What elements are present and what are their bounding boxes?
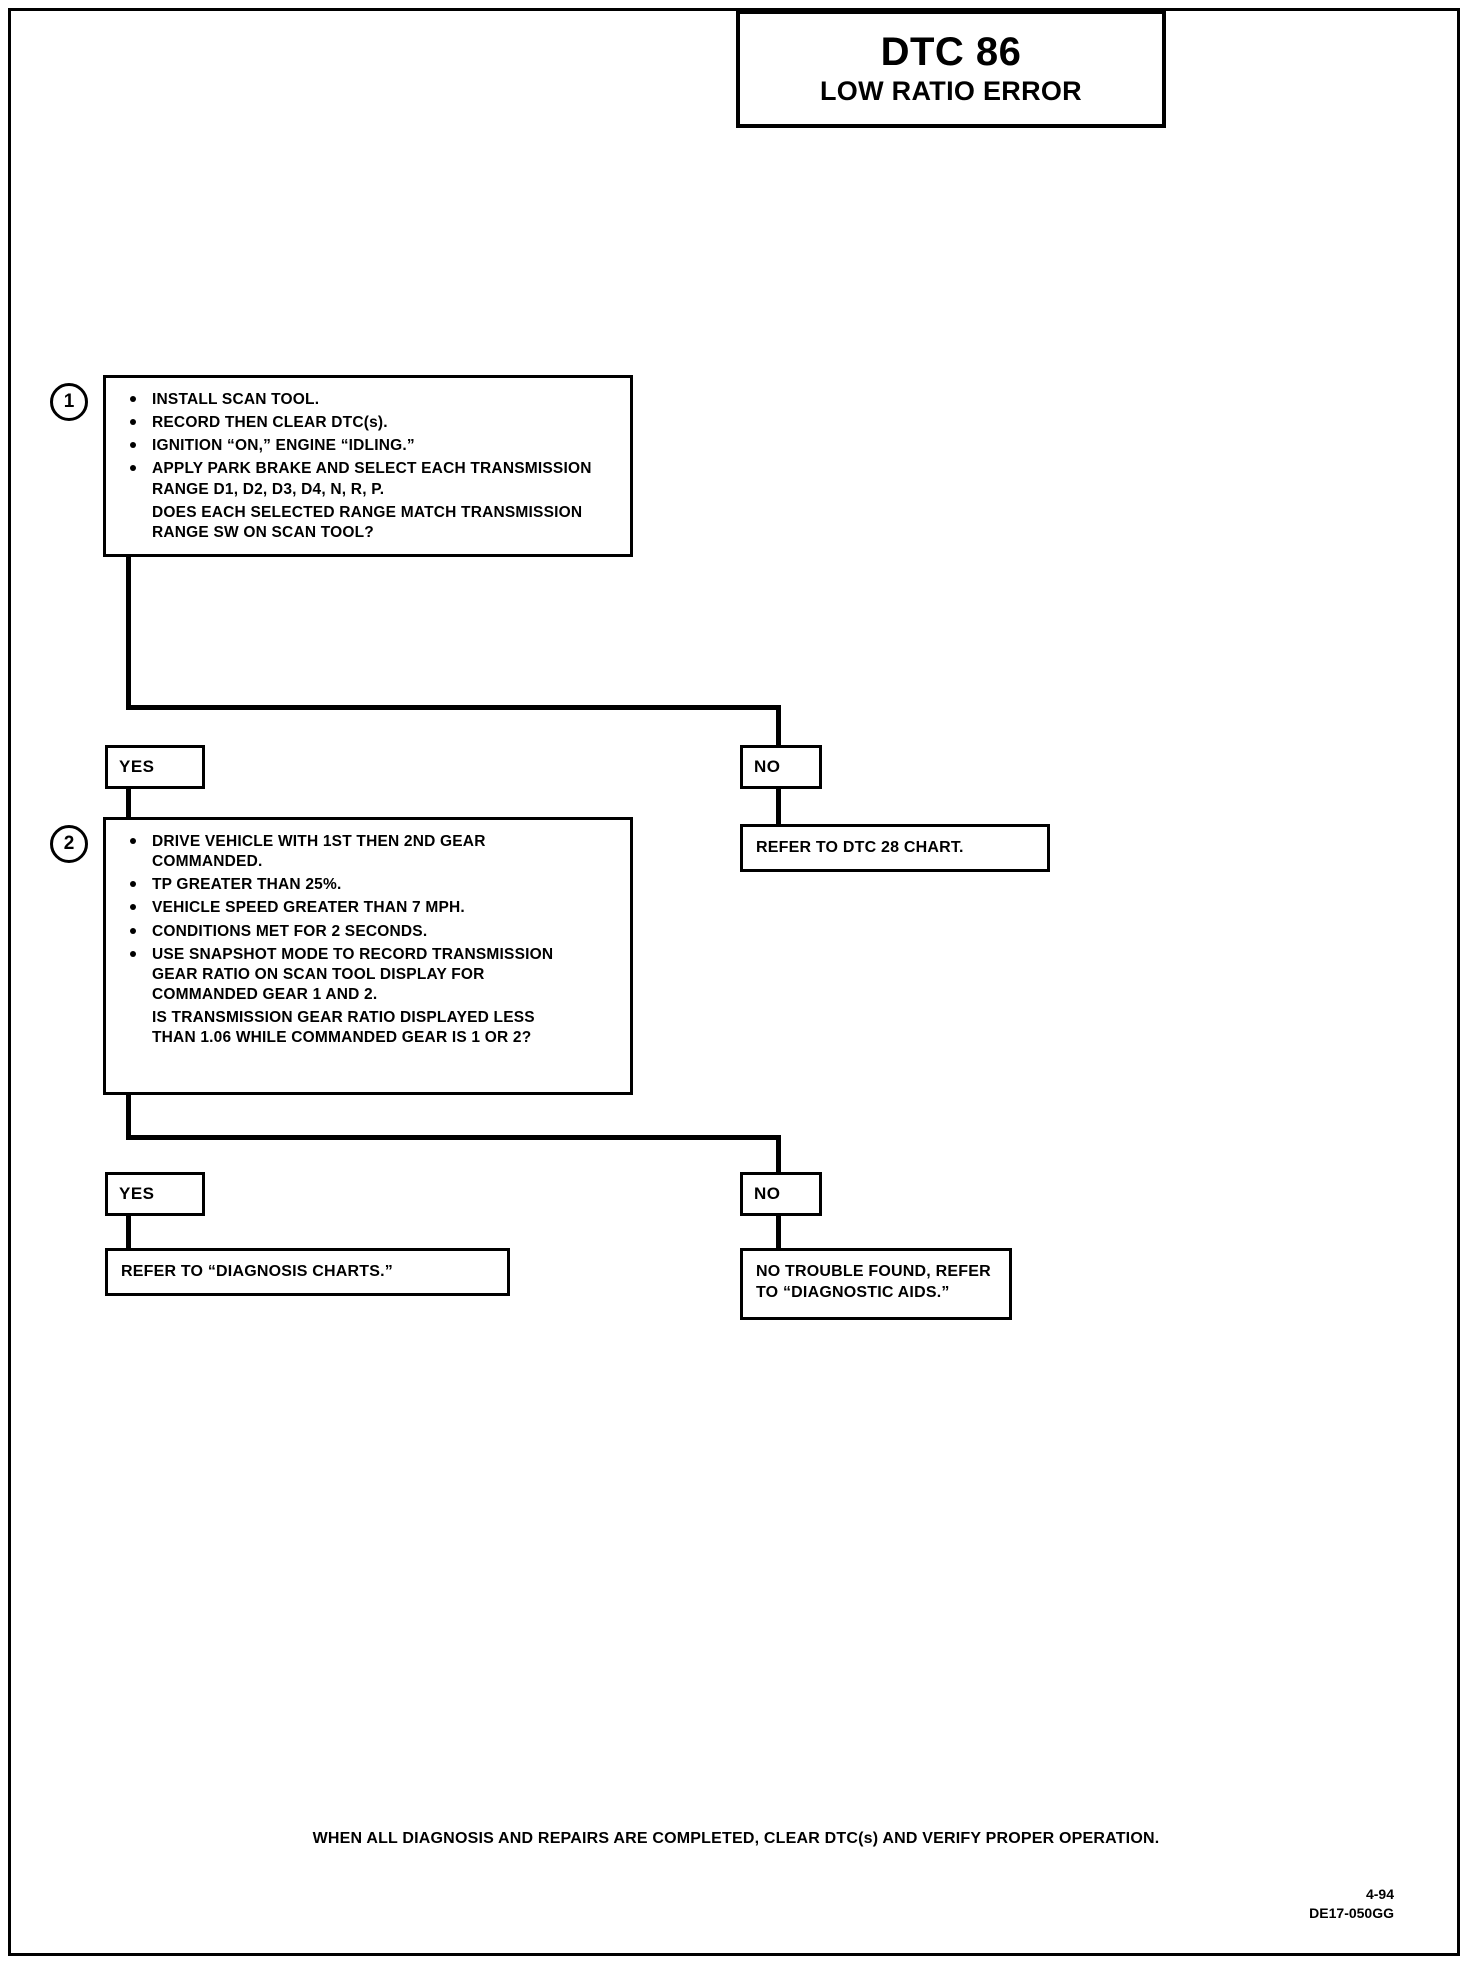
- step-2-yes-result-text: REFER TO “DIAGNOSIS CHARTS.”: [121, 1263, 393, 1280]
- step-2-no-tag: NO: [740, 1172, 822, 1216]
- connector-step1-no-down: [776, 705, 781, 750]
- dtc-name: LOW RATIO ERROR: [820, 76, 1082, 107]
- step-2-item-3: VEHICLE SPEED GREATER THAN 7 MPH.: [120, 898, 616, 918]
- step-1-item-4: APPLY PARK BRAKE AND SELECT EACH TRANSMI…: [120, 459, 616, 499]
- step-1-yes-tag: YES: [105, 745, 205, 789]
- connector-step2-yes-result: [126, 1216, 131, 1264]
- dtc-code: DTC 86: [880, 30, 1022, 75]
- step-1-box: INSTALL SCAN TOOL. RECORD THEN CLEAR DTC(…: [103, 375, 633, 557]
- connector-step1-no-result: [776, 789, 781, 839]
- step-1-no-tag: NO: [740, 745, 822, 789]
- page-border: [8, 8, 1460, 1956]
- step-1-item-2: RECORD THEN CLEAR DTC(s).: [120, 413, 616, 433]
- step-2-list: DRIVE VEHICLE WITH 1ST THEN 2ND GEAR COM…: [120, 832, 616, 1048]
- step-1-no-result-text: REFER TO DTC 28 CHART.: [756, 839, 964, 856]
- connector-step2-split: [126, 1135, 781, 1140]
- connector-step1-down: [126, 557, 131, 710]
- step-1-list: INSTALL SCAN TOOL. RECORD THEN CLEAR DTC(…: [120, 390, 616, 543]
- step-2-yes-tag: YES: [105, 1172, 205, 1216]
- step-number-1: 1: [50, 383, 88, 421]
- footer-note: WHEN ALL DIAGNOSIS AND REPAIRS ARE COMPL…: [312, 1830, 1160, 1847]
- page-identifier: 4-94 DE17-050GG: [1309, 1885, 1394, 1923]
- page-number: 4-94: [1365, 1886, 1394, 1902]
- document-id: DE17-050GG: [1309, 1904, 1394, 1921]
- step-1-item-5: DOES EACH SELECTED RANGE MATCH TRANSMISS…: [152, 503, 583, 541]
- step-1-item-3: IGNITION “ON,” ENGINE “IDLING.”: [120, 436, 616, 456]
- connector-step2-no-result: [776, 1216, 781, 1264]
- step-1-no-result-box: REFER TO DTC 28 CHART.: [740, 824, 1050, 872]
- dtc-title-block: DTC 86 LOW RATIO ERROR: [736, 10, 1166, 128]
- step-2-yes-result-box: REFER TO “DIAGNOSIS CHARTS.”: [105, 1248, 510, 1296]
- step-1-item-1: INSTALL SCAN TOOL.: [120, 390, 616, 410]
- connector-step2-no-down: [776, 1135, 781, 1177]
- step-2-item-2: TP GREATER THAN 25%.: [120, 875, 616, 895]
- connector-step2-down: [126, 1095, 131, 1140]
- step-2-item-6: IS TRANSMISSION GEAR RATIO DISPLAYED LES…: [152, 1009, 535, 1047]
- step-2-no-result-text: NO TROUBLE FOUND, REFER TO “DIAGNOSTIC A…: [756, 1263, 991, 1301]
- step-2-no-result-box: NO TROUBLE FOUND, REFER TO “DIAGNOSTIC A…: [740, 1248, 1012, 1320]
- step-2-item-1: DRIVE VEHICLE WITH 1ST THEN 2ND GEAR COM…: [120, 832, 616, 872]
- step-number-2: 2: [50, 825, 88, 863]
- step-2-item-5: USE SNAPSHOT MODE TO RECORD TRANSMISSION…: [120, 945, 616, 1005]
- step-2-item-4: CONDITIONS MET FOR 2 SECONDS.: [120, 922, 616, 942]
- step-2-box: DRIVE VEHICLE WITH 1ST THEN 2ND GEAR COM…: [103, 817, 633, 1095]
- connector-step1-split: [126, 705, 781, 710]
